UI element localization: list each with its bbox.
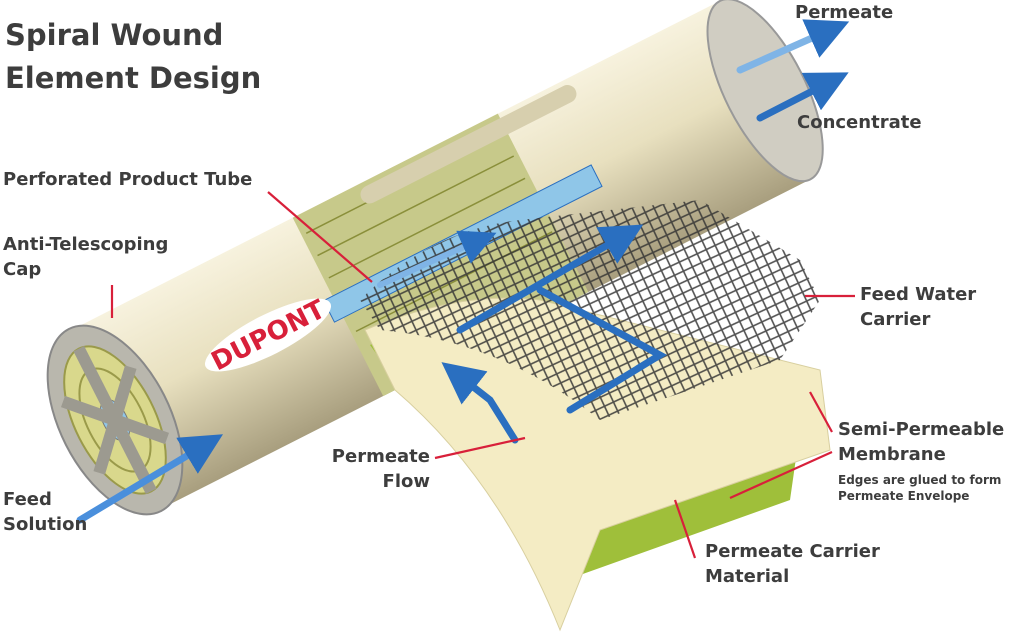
permeate-out-arrow xyxy=(736,19,850,74)
label-feed-water-1: Feed Water xyxy=(860,284,976,305)
label-concentrate: Concentrate xyxy=(797,112,922,133)
permeate-flow-arrow xyxy=(441,362,519,444)
label-carrier-2: Material xyxy=(705,566,789,587)
label-feed-solution-1: Feed xyxy=(3,489,52,510)
label-carrier-1: Permeate Carrier xyxy=(705,541,880,562)
cap-spokes xyxy=(61,345,169,495)
label-feed-water-2: Carrier xyxy=(860,309,930,330)
title-line-2: Element Design xyxy=(5,61,261,95)
label-permeate-flow-1: Permeate xyxy=(332,446,430,467)
label-feed-solution-2: Solution xyxy=(3,514,87,535)
feed-solution-arrow xyxy=(76,434,224,524)
label-anti-telescoping-2: Cap xyxy=(3,259,41,280)
label-anti-telescoping-1: Anti-Telescoping xyxy=(3,234,168,255)
flow-arrows xyxy=(76,19,850,524)
outlet-cap xyxy=(706,0,824,183)
label-membrane-1: Semi-Permeable xyxy=(838,419,1004,440)
label-membrane-2: Membrane xyxy=(838,444,946,465)
title-line-1: Spiral Wound xyxy=(5,18,223,52)
feed-flow-arrow xyxy=(456,224,644,334)
leader-lines xyxy=(110,191,855,559)
product-tube-arrow xyxy=(377,230,497,288)
label-permeate-flow-2: Flow xyxy=(383,471,430,492)
label-product-tube: Perforated Product Tube xyxy=(3,169,252,190)
concentrate-out-arrow xyxy=(756,72,849,122)
label-membrane-note-1: Edges are glued to form xyxy=(838,473,1001,487)
label-membrane-note-2: Permeate Envelope xyxy=(838,489,969,503)
shell-slot xyxy=(360,85,577,204)
permeate-path-arrow xyxy=(536,286,668,414)
label-permeate: Permeate xyxy=(795,2,893,23)
